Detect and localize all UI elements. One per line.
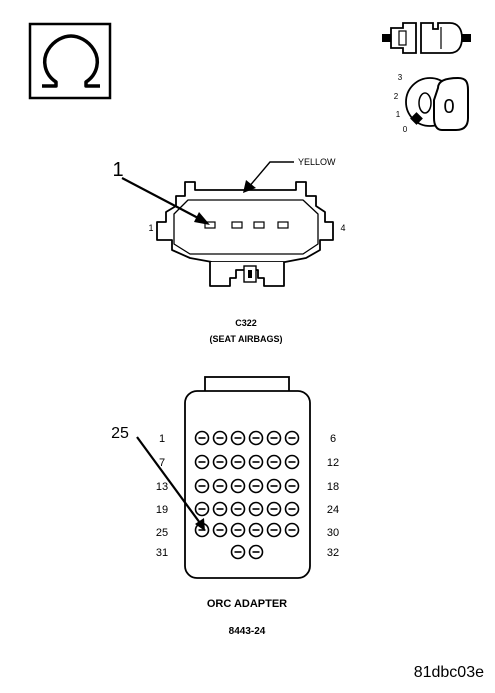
row-label-right: 32 xyxy=(327,547,339,559)
adapter-pin xyxy=(266,430,282,446)
adapter-pin xyxy=(266,454,282,470)
c322-connector xyxy=(156,181,334,287)
adapter-pin xyxy=(248,544,264,560)
pin-cavity xyxy=(277,221,289,229)
adapter-pin xyxy=(212,430,228,446)
ignition-key-label: 0 xyxy=(443,96,454,118)
callout-25-label: 25 xyxy=(111,425,129,442)
wire-color-leader xyxy=(243,161,294,193)
connector-description: (SEAT AIRBAGS) xyxy=(210,334,283,344)
adapter-pin xyxy=(266,501,282,517)
adapter-pin xyxy=(266,478,282,494)
row-label-right: 6 xyxy=(330,433,336,445)
connector-name: C322 xyxy=(235,318,257,328)
pin-cavity xyxy=(253,221,265,229)
row-label-left: 1 xyxy=(159,433,165,445)
figure-id: 81dbc03e xyxy=(414,664,484,681)
adapter-pin xyxy=(284,430,300,446)
ignition-position-label: 3 xyxy=(398,73,403,82)
pin-last-label: 4 xyxy=(340,223,345,233)
adapter-pin xyxy=(212,454,228,470)
adapter-pin xyxy=(230,501,246,517)
adapter-pin xyxy=(194,430,210,446)
adapter-pin xyxy=(248,478,264,494)
adapter-pin xyxy=(248,454,264,470)
adapter-pin xyxy=(284,454,300,470)
pin-first-label: 1 xyxy=(148,223,153,233)
ignition-position-label: 1 xyxy=(396,110,401,119)
wire-color-label: YELLOW xyxy=(298,157,336,167)
adapter-pin xyxy=(230,478,246,494)
ignition-off-icon: 0 3 2 1 0 xyxy=(394,73,469,134)
orc-adapter xyxy=(184,376,311,579)
callout-25-leader xyxy=(136,436,205,531)
adapter-part-number: 8443-24 xyxy=(229,626,266,637)
row-label-left: 7 xyxy=(159,457,165,469)
adapter-pin xyxy=(212,522,228,538)
adapter-pin xyxy=(230,544,246,560)
adapter-pin xyxy=(230,430,246,446)
adapter-pin xyxy=(284,478,300,494)
adapter-pin xyxy=(194,478,210,494)
adapter-name: ORC ADAPTER xyxy=(207,598,287,610)
callout-1-label: 1 xyxy=(112,159,123,181)
ohmmeter-symbol-icon xyxy=(28,22,112,100)
adapter-pin xyxy=(284,522,300,538)
adapter-pin xyxy=(284,501,300,517)
adapter-pin xyxy=(194,454,210,470)
adapter-pin xyxy=(230,454,246,470)
adapter-pin xyxy=(194,501,210,517)
adapter-pin xyxy=(248,501,264,517)
row-label-left: 31 xyxy=(156,547,168,559)
row-label-left: 19 xyxy=(156,504,168,516)
row-label-right: 12 xyxy=(327,457,339,469)
adapter-pin xyxy=(212,478,228,494)
ignition-position-label: 0 xyxy=(403,125,408,134)
adapter-pin xyxy=(212,501,228,517)
ignition-position-label: 2 xyxy=(394,92,399,101)
adapter-pin xyxy=(230,522,246,538)
row-label-right: 30 xyxy=(327,527,339,539)
pin-cavity xyxy=(231,221,243,229)
adapter-pin xyxy=(248,522,264,538)
row-label-left: 25 xyxy=(156,527,168,539)
disconnect-connector-icon xyxy=(382,22,471,54)
row-label-left: 13 xyxy=(156,481,168,493)
row-label-right: 18 xyxy=(327,481,339,493)
adapter-pin xyxy=(248,430,264,446)
adapter-pin xyxy=(266,522,282,538)
callout-1-leader xyxy=(121,177,210,225)
row-label-right: 24 xyxy=(327,504,339,516)
